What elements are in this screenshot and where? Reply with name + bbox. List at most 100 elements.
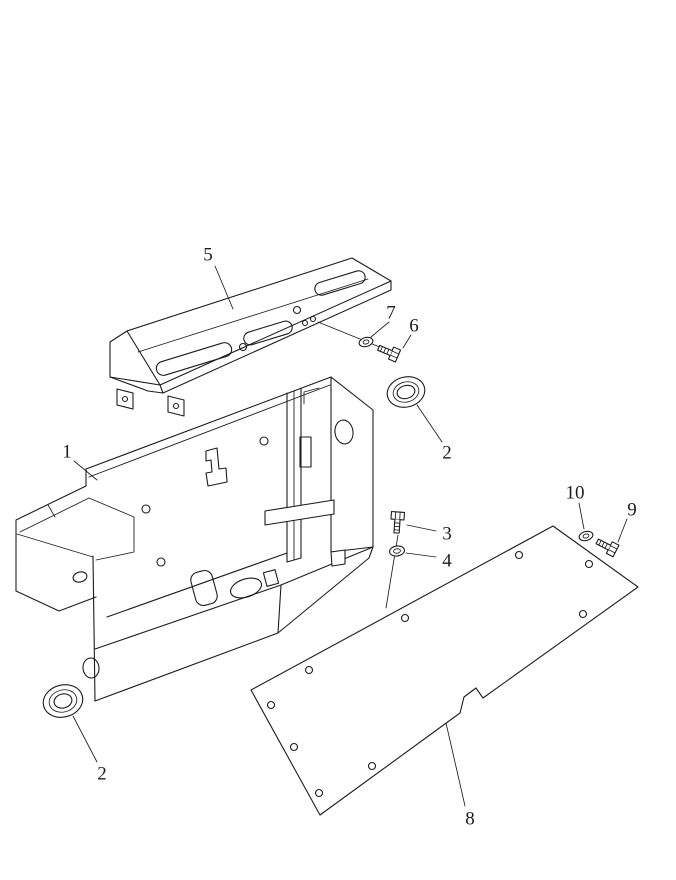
callout-6: 6 [409, 316, 419, 337]
body-floor-slot [262, 569, 280, 587]
plate-slot [314, 270, 366, 296]
plate-front-flange [159, 280, 392, 394]
body-wall-bottom-edge [106, 552, 288, 618]
washer-inner [393, 548, 401, 554]
body-floor-hole [229, 577, 263, 599]
bolt-threads [598, 540, 608, 549]
panel-hole [514, 550, 524, 560]
grommet-part-2-upper [386, 376, 426, 408]
body-part-1 [15, 376, 374, 702]
body-bracket-flange [88, 497, 135, 561]
plate-mount-tab [167, 395, 185, 417]
body-hole [156, 557, 166, 567]
plate-mount-tab [116, 388, 134, 410]
grommet-groove [48, 689, 78, 713]
washer-outer [388, 545, 406, 557]
plate-tab-hole [121, 395, 129, 403]
panel-hole [266, 700, 276, 710]
body-hole [259, 436, 269, 446]
body-foot-tab [330, 549, 346, 567]
callout-1: 1 [62, 442, 72, 463]
washer-part-7 [358, 336, 374, 348]
bolt-threads [379, 346, 390, 355]
plate-hole [301, 319, 309, 327]
body-top-edge-inner [88, 384, 331, 478]
panel-part-8 [250, 525, 639, 816]
bolt-part-3 [390, 510, 406, 534]
grommet-inner [396, 384, 416, 400]
panel-outline [250, 525, 639, 816]
body-front-hole [82, 657, 100, 679]
grommet-groove [392, 381, 420, 403]
washer-part-4 [388, 545, 406, 557]
callout-7: 7 [386, 303, 396, 324]
plate-part-5 [109, 257, 392, 417]
body-tray-bottom [94, 546, 374, 702]
grommet-inner [53, 693, 73, 709]
body-slot [299, 436, 312, 468]
callout-8: 8 [465, 809, 475, 830]
callout-3-leader [406, 524, 437, 532]
bolt-head-facets [389, 350, 400, 359]
callout-leaders [72, 265, 628, 807]
panel-hole [314, 788, 324, 798]
washer-inner [362, 339, 370, 345]
body-cross-bar [264, 499, 335, 526]
callout-9: 9 [627, 500, 637, 521]
plate-hole [292, 305, 302, 315]
bolt-threads [393, 522, 401, 531]
callout-4-leader [405, 552, 437, 558]
body-step-detail [303, 387, 320, 405]
plate-hole [309, 315, 317, 323]
panel-hole [400, 613, 410, 623]
grommet-part-2-lower [42, 684, 84, 718]
callout-5: 5 [203, 245, 213, 266]
grommet-outer [42, 684, 84, 718]
panel-hole [584, 559, 594, 569]
washer-outer [358, 336, 374, 348]
callout-4: 4 [442, 551, 452, 572]
callout-6-leader [402, 334, 412, 349]
callout-2-upper-leader [416, 404, 443, 443]
callout-8-leader [445, 722, 466, 807]
body-front-corner [277, 584, 282, 634]
washer-inner [582, 533, 590, 539]
body-bracket-fold [19, 497, 90, 533]
body-left-bracket [15, 485, 97, 612]
callout-10: 10 [566, 483, 585, 504]
body-right-wall [330, 376, 374, 553]
panel-hole [289, 742, 299, 752]
callout-7-leader [370, 321, 390, 338]
washer-outer [578, 530, 594, 542]
body-bracket-fold [16, 533, 94, 558]
body-floor-bracket [190, 569, 218, 607]
plate-tab-hole [172, 402, 180, 410]
grommet-outer [386, 376, 426, 408]
body-clip-bracket [205, 447, 228, 487]
body-hole [141, 504, 151, 514]
panel-bolt-holes [266, 550, 594, 798]
callout-2-lower-leader [72, 715, 98, 763]
bolt-part-6 [377, 344, 402, 363]
callout-10-leader [578, 502, 585, 530]
body-channel-bottom [286, 557, 302, 563]
plate-left-cap-lip [109, 376, 164, 394]
callout-2-upper: 2 [442, 443, 452, 464]
callout-3: 3 [442, 524, 452, 545]
body-right-wall-hole [334, 419, 354, 445]
panel-hole [304, 665, 314, 675]
plate-hole [238, 342, 248, 352]
panel-hole [578, 609, 588, 619]
bolt-head [390, 510, 406, 521]
body-bracket-notch [47, 504, 56, 518]
plate-slot [243, 320, 293, 346]
plate-bend-line [137, 278, 369, 353]
callout-9-leader [617, 518, 628, 543]
bolt-part-9 [595, 538, 620, 558]
callout-5-leader [214, 265, 234, 310]
body-top-edge [85, 376, 332, 470]
washer-part-10 [578, 530, 594, 542]
